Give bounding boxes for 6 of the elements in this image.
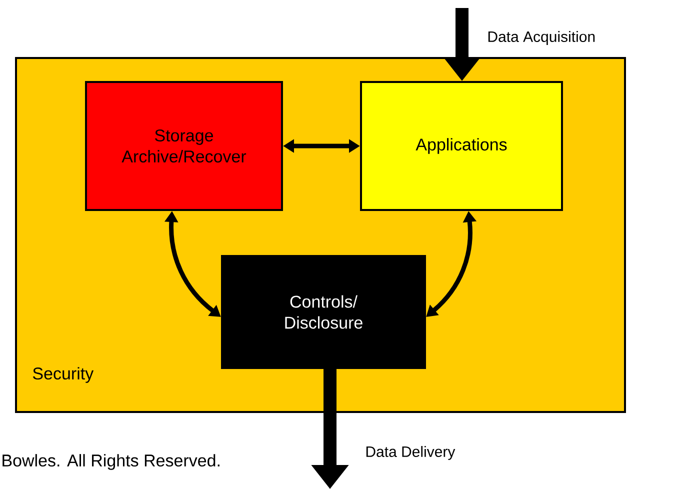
edge-label: Data Delivery — [366, 446, 456, 460]
storage-box: Storage Archive/Recover — [85, 81, 283, 211]
applications-box: Applications — [360, 81, 563, 211]
copyright-note: Bowles. All Rights Reserved. — [2, 454, 220, 470]
edge-label: Data Acquisition — [488, 31, 595, 45]
controls-box: Controls/ Disclosure — [221, 255, 426, 369]
